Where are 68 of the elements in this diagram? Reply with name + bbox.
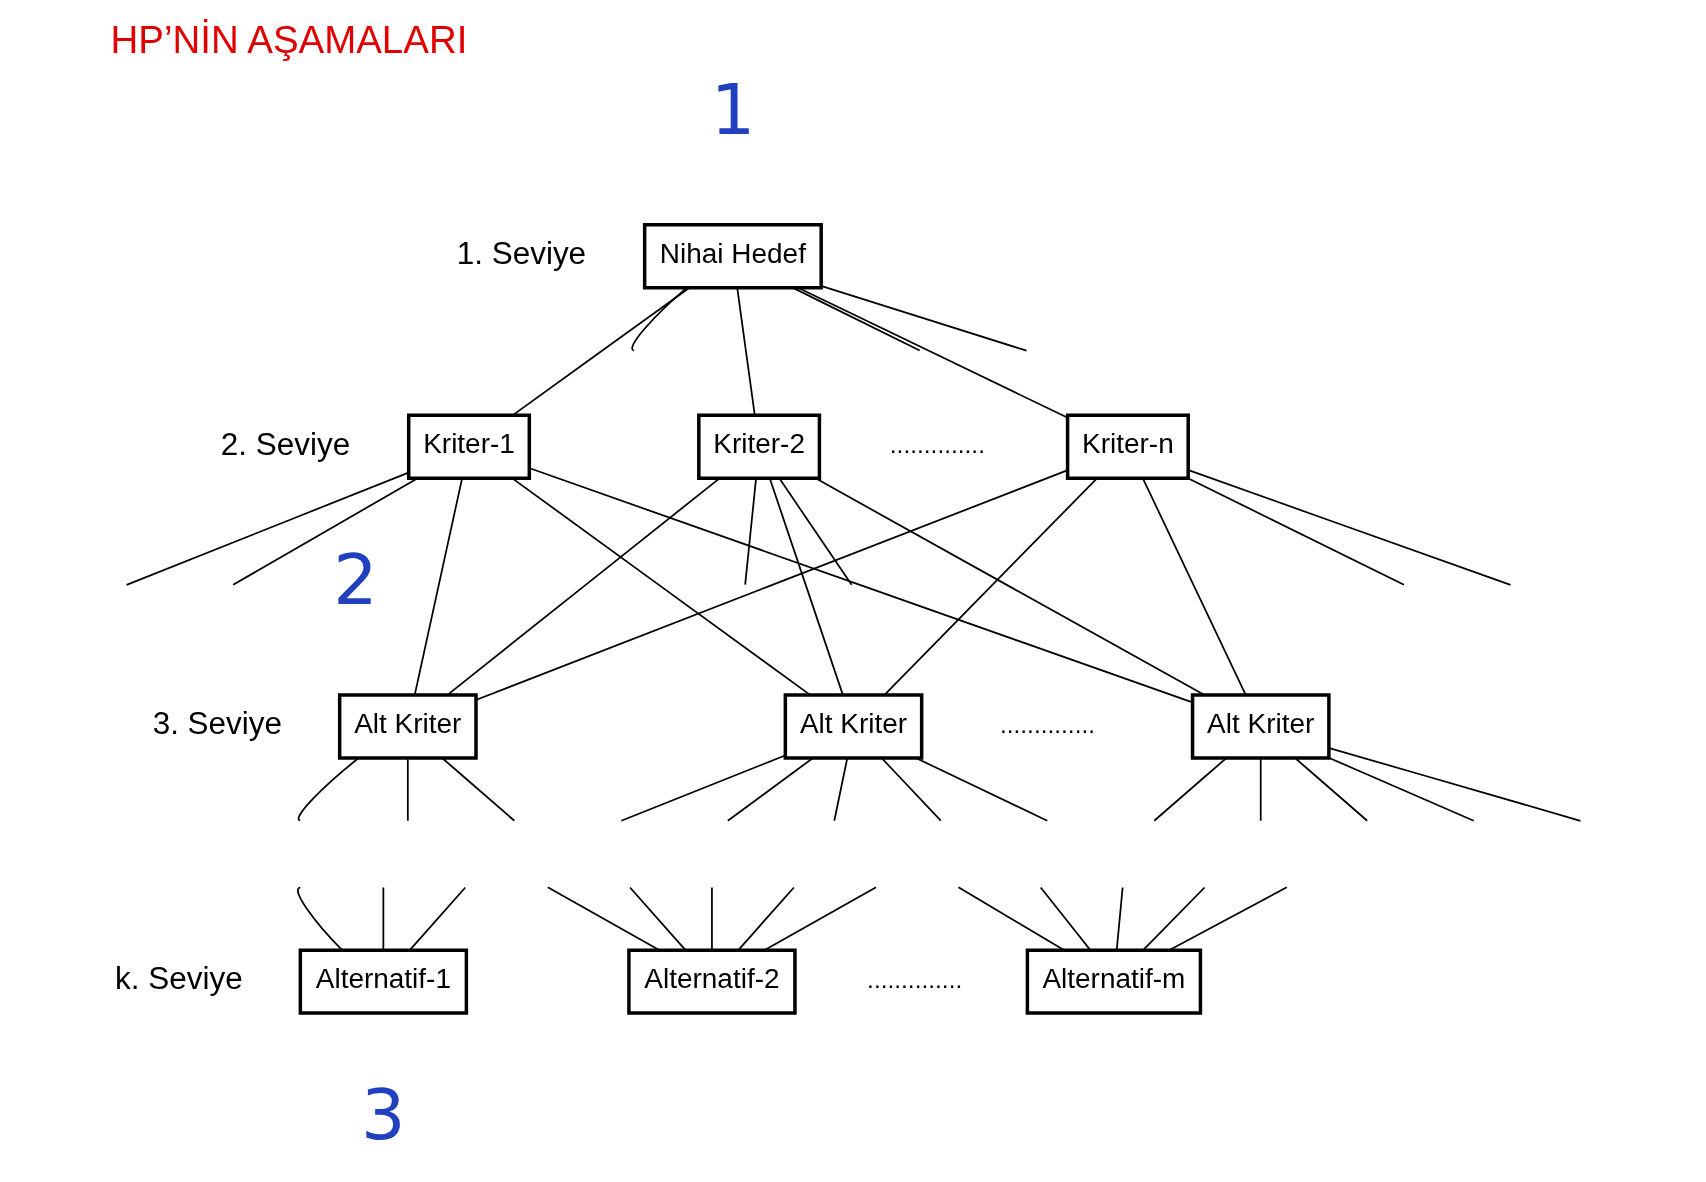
- connector: [763, 886, 877, 951]
- connector: [710, 886, 713, 951]
- node-box: Alt Kriter: [783, 693, 923, 760]
- label: ..............: [866, 966, 962, 994]
- connector: [382, 886, 384, 951]
- connector: [511, 477, 811, 696]
- connector: [778, 477, 852, 586]
- connector: [628, 886, 686, 951]
- connector: [1259, 757, 1262, 822]
- diagram-title: HP’NİN AŞAMALARI: [110, 17, 467, 61]
- label: ..............: [889, 431, 985, 459]
- connector: [814, 477, 1204, 696]
- connector: [883, 477, 1098, 696]
- connector: [408, 886, 466, 951]
- connector: [231, 477, 418, 586]
- connector: [1168, 886, 1288, 951]
- connector: [880, 757, 942, 822]
- connector: [619, 754, 786, 822]
- node-box: Alternatif-m: [1025, 948, 1202, 1015]
- connector: [446, 477, 720, 696]
- connector: [546, 886, 660, 951]
- node-box: Alt Kriter: [337, 693, 478, 760]
- connector: [820, 285, 1027, 352]
- connector: [1187, 477, 1405, 586]
- label: 3. Seviye: [152, 706, 282, 742]
- connector: [791, 287, 921, 352]
- connector: [440, 757, 515, 822]
- node-box: Kriter-2: [696, 413, 821, 480]
- connector: [1115, 886, 1123, 951]
- connector: [1293, 757, 1368, 822]
- connector: [736, 886, 795, 951]
- connector: [735, 287, 756, 416]
- connector: [726, 757, 814, 822]
- connector: [406, 757, 409, 822]
- connector: [1141, 477, 1246, 696]
- connector: [630, 287, 687, 352]
- node-box: Alt Kriter: [1190, 693, 1331, 760]
- connector: [125, 471, 409, 586]
- node-box: Kriter-1: [406, 413, 531, 480]
- connector: [1327, 747, 1581, 822]
- node-box: Nihai Hedef: [642, 223, 823, 290]
- node-box: Alternatif-2: [626, 948, 797, 1015]
- connector: [511, 287, 690, 416]
- connector: [1141, 886, 1205, 951]
- connector: [797, 287, 1068, 419]
- connector: [957, 886, 1064, 951]
- label: k. Seviye: [114, 961, 243, 997]
- connector: [768, 477, 844, 696]
- label: 2. Seviye: [220, 426, 350, 462]
- label: 1: [710, 68, 755, 150]
- connector: [297, 757, 360, 822]
- label: 3: [360, 1073, 406, 1155]
- node-box: Kriter-n: [1065, 413, 1190, 480]
- connector: [1039, 886, 1091, 951]
- label: 1. Seviye: [456, 236, 586, 271]
- connector: [413, 477, 463, 696]
- connector: [1187, 469, 1511, 586]
- node-box: Alternatif-1: [298, 948, 468, 1015]
- connector: [475, 469, 1068, 701]
- label: 2: [332, 539, 378, 621]
- connector: [296, 886, 343, 951]
- label: ..............: [999, 710, 1095, 738]
- connector: [914, 757, 1048, 822]
- connector: [832, 757, 848, 822]
- connector: [1327, 757, 1475, 822]
- connector: [1152, 757, 1227, 822]
- connector: [528, 467, 1193, 704]
- connector: [743, 477, 757, 586]
